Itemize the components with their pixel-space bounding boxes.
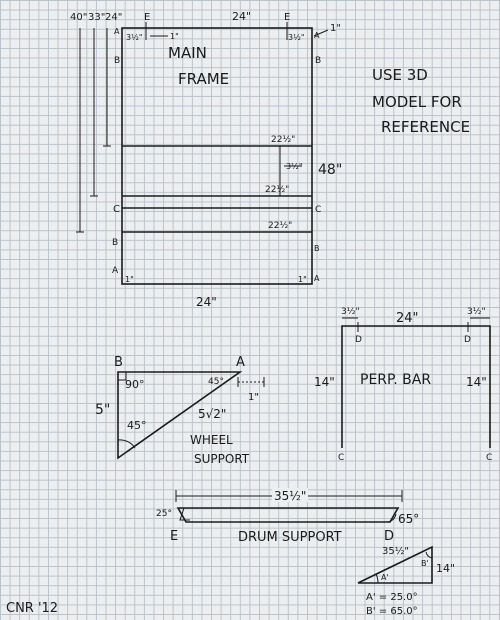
dim-label-33: 33" xyxy=(88,12,105,23)
reference-note: USE 3D MODEL FOR REFERENCE xyxy=(372,66,470,136)
perp-bar-drawing: 3½" 24" 3½" D D 14" PERP. BAR 14" C C xyxy=(314,307,492,463)
label-B-lower-right: B xyxy=(314,244,320,253)
mark-E-left: E xyxy=(144,12,150,23)
wheel-1in: 1" xyxy=(248,392,259,403)
perp-right-height: 14" xyxy=(466,375,487,389)
main-frame-title-line2: FRAME xyxy=(178,70,229,88)
perp-left-height: 14" xyxy=(314,375,335,389)
angle-arc-45 xyxy=(117,439,136,449)
top-left-1in: 1" xyxy=(170,32,179,41)
note-line3: REFERENCE xyxy=(381,118,470,136)
right-angle-mark xyxy=(118,372,127,381)
wheel-angle-90: 90° xyxy=(125,378,145,391)
wheel-label-A: A xyxy=(236,355,245,370)
wheel-angle-45-bottom: 45° xyxy=(127,419,147,432)
wheel-title-line2: SUPPORT xyxy=(194,452,250,466)
main-frame-title-line1: MAIN xyxy=(168,44,207,62)
right-height-label: 48" xyxy=(318,162,342,178)
triangle-label-B: B' xyxy=(421,559,429,568)
wheel-height: 5" xyxy=(95,402,110,418)
triangle-label-A: A' xyxy=(381,573,389,582)
triangle-detail-shape xyxy=(357,545,433,584)
crossbar-dim-1: 22½" xyxy=(271,135,295,145)
label-A-top-right: A xyxy=(314,31,320,40)
crossbar-dim-3: 22½" xyxy=(268,221,292,231)
note-line2: MODEL FOR xyxy=(372,93,462,111)
drum-label-E: E xyxy=(170,529,178,544)
label-C-left: C xyxy=(113,204,120,215)
main-frame-outline xyxy=(121,27,313,285)
perp-bar-outline xyxy=(341,325,491,448)
drum-left-angle-mark xyxy=(179,507,190,521)
triangle-eq-A: A' = 25.0° xyxy=(366,592,418,603)
crossbar-dim-2: 22½" xyxy=(265,185,289,195)
perp-label-C-right: C xyxy=(486,453,492,463)
wheel-hyp: 5√2" xyxy=(198,407,226,421)
mid-offset-label: 3½" xyxy=(286,162,303,171)
triangle-angle-arc-B xyxy=(425,551,433,559)
dim-label-40: 40" xyxy=(70,12,87,23)
drum-support-bar xyxy=(176,507,400,523)
label-A-bottom-right: A xyxy=(314,274,320,283)
drum-label-D: D xyxy=(384,529,394,544)
signature: CNR '12 xyxy=(6,601,58,616)
note-line1: USE 3D xyxy=(372,66,428,84)
mark-E-right: E xyxy=(284,12,290,23)
drum-support-drawing: 35½" 25° 65° E D DRUM SUPPORT xyxy=(156,488,419,545)
drum-length: 35½" xyxy=(274,489,306,503)
bottom-width-label: 24" xyxy=(196,295,217,309)
drum-length-label-bg xyxy=(272,488,308,502)
top-right-1in: 1" xyxy=(330,23,341,34)
triangle-side: 14" xyxy=(436,562,455,575)
label-A-bottom-left: A xyxy=(112,266,119,276)
drum-angle-left: 25° xyxy=(156,509,172,519)
wheel-support-triangle xyxy=(117,371,243,460)
top-right-offset: 3½" xyxy=(288,33,305,42)
perp-title: PERP. BAR xyxy=(360,372,431,388)
wheel-title-line1: WHEEL xyxy=(190,433,233,447)
triangle-detail-drawing: 35½" 14" A' B' A' = 25.0° B' = 65.0° xyxy=(357,545,455,617)
wheel-label-B: B xyxy=(114,355,123,370)
bottom-right-1in: 1" xyxy=(298,275,307,284)
perp-right-offset: 3½" xyxy=(467,307,486,317)
label-A-top-left: A xyxy=(114,27,120,36)
dim-label-24-left: 24" xyxy=(105,12,122,23)
label-B-upper-left: B xyxy=(114,56,120,66)
bottom-left-1in: 1" xyxy=(125,275,134,284)
label-C-right: C xyxy=(315,205,321,215)
triangle-eq-B: B' = 65.0° xyxy=(366,606,418,617)
top-right-leader xyxy=(313,29,329,37)
drum-angle-right: 65° xyxy=(398,512,419,526)
triangle-angle-arc-A xyxy=(375,573,379,584)
wheel-support-drawing: B A 90° 45° 45° 5" 5√2" 1" WHEEL SUPPORT xyxy=(95,355,265,466)
perp-label-D-left: D xyxy=(355,335,362,345)
triangle-hyp: 35½" xyxy=(382,545,409,557)
perp-width: 24" xyxy=(396,311,419,326)
top-left-offset: 3½" xyxy=(126,33,143,42)
perp-label-D-right: D xyxy=(464,335,471,345)
drum-title: DRUM SUPPORT xyxy=(238,530,342,545)
top-width-label: 24" xyxy=(232,10,251,23)
main-frame-drawing: 40" 33" 24" 24" E E 3½" 1" 3½" 1" A A B … xyxy=(70,10,342,309)
label-B-upper-right: B xyxy=(315,56,321,66)
perp-label-C-left: C xyxy=(338,453,344,463)
perp-left-offset: 3½" xyxy=(341,307,360,317)
drum-right-angle-arc xyxy=(387,513,397,523)
wheel-angle-45-top: 45° xyxy=(208,377,224,387)
label-B-lower-left: B xyxy=(112,238,118,248)
